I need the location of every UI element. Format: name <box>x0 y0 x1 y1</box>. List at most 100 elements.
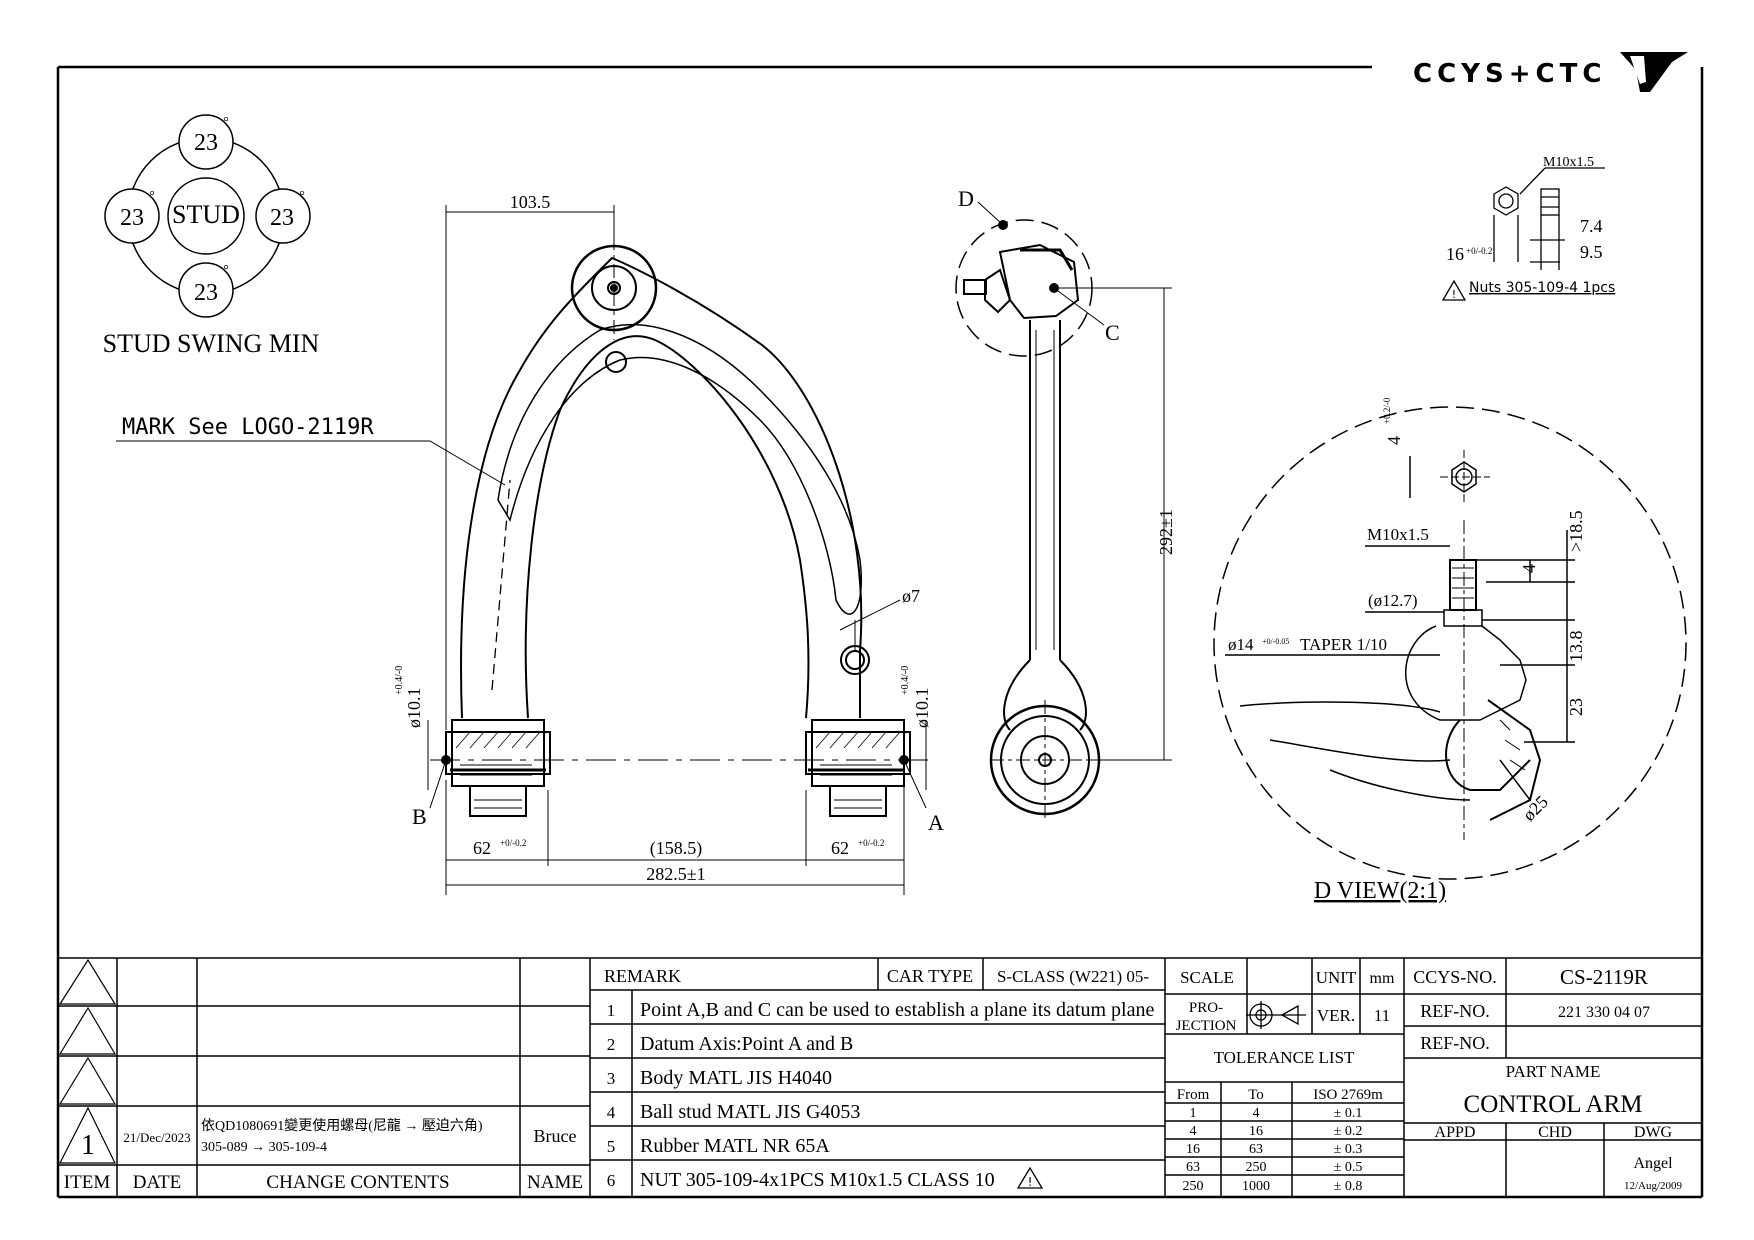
dview-d6: 23 <box>1566 698 1586 716</box>
part-name: CONTROL ARM <box>1464 1091 1643 1118</box>
dview-d2: 4 <box>1519 564 1539 573</box>
part-info-block: CCYS-NO. CS-2119R REF-NO. 221 330 04 07 … <box>1413 965 1682 1192</box>
appd-label: APPD <box>1435 1124 1476 1141</box>
ver-label: VER. <box>1317 1006 1355 1025</box>
tol-value: ± 0.5 <box>1334 1160 1363 1175</box>
change-table: ITEM DATE CHANGE CONTENTS NAME 1 21/Dec/… <box>64 1117 583 1193</box>
chd-label: CHD <box>1538 1124 1572 1141</box>
title-block-grid <box>58 957 1702 1197</box>
logo-text: CCYS+CTC <box>1413 59 1606 89</box>
control-arm-front-view <box>430 236 930 817</box>
mark-label: MARK See LOGO-2119R <box>122 415 374 440</box>
change-date: 21/Dec/2023 <box>123 1130 190 1145</box>
nut-note: Nuts 305-109-4 1pcs <box>1469 280 1615 296</box>
tol-from: 250 <box>1183 1179 1204 1194</box>
nut-thread: M10x1.5 <box>1543 155 1594 170</box>
remark-header: REMARK <box>604 966 681 986</box>
ccys-no: CS-2119R <box>1560 965 1648 989</box>
warning-icon <box>1441 279 1467 301</box>
dview-d5: 13.8 <box>1566 631 1586 663</box>
tol-to: 16 <box>1249 1124 1263 1139</box>
remarks-table: REMARK CAR TYPE S-CLASS (W221) 05- 1 Poi… <box>604 966 1154 1191</box>
dview-taper-tol: +0/-0.05 <box>1262 637 1289 646</box>
remark-num-4: 4 <box>607 1103 616 1122</box>
logo-mark-icon <box>1620 52 1688 92</box>
dview-d4: (ø12.7) <box>1368 591 1418 610</box>
tol-from: 4 <box>1190 1124 1197 1139</box>
nut-h2: 9.5 <box>1580 242 1603 262</box>
tol-header-to: To <box>1248 1087 1264 1103</box>
projection-label-2: JECTION <box>1176 1018 1237 1034</box>
dim-left-bush-tol: +0.4/-0 <box>394 666 405 695</box>
tol-header-from: From <box>1177 1087 1210 1103</box>
dwg-name: Angel <box>1633 1155 1673 1172</box>
stud-label: STUD <box>172 200 240 229</box>
tol-value: ± 0.2 <box>1334 1124 1363 1139</box>
tolerance-list-title: TOLERANCE LIST <box>1214 1048 1355 1067</box>
dim-hole: ø7 <box>902 586 920 606</box>
stud-swing-labels: 23 23 23 23 ° ° ° ° STUD STUD SWING MIN <box>103 115 320 358</box>
unit-label: UNIT <box>1316 968 1357 987</box>
nut-width-tol: +0/-0.2 <box>1466 246 1492 256</box>
ref-no: 221 330 04 07 <box>1558 1004 1650 1021</box>
dwg-label: DWG <box>1634 1124 1673 1141</box>
projection-label-1: PRO- <box>1189 1000 1223 1016</box>
swing-angle-bottom: 23 <box>194 280 218 306</box>
swing-angle-left: 23 <box>120 205 144 231</box>
swing-angle-top: 23 <box>194 130 218 156</box>
item-header: ITEM <box>64 1172 111 1193</box>
change-item: 1 <box>81 1130 95 1161</box>
remark-num-6: 6 <box>607 1171 616 1190</box>
dview-title: D VIEW(2:1) <box>1314 878 1446 904</box>
name-header: NAME <box>527 1172 583 1193</box>
dwg-date: 12/Aug/2009 <box>1624 1180 1683 1192</box>
tol-to: 4 <box>1253 1106 1260 1121</box>
tol-to: 63 <box>1249 1142 1263 1157</box>
change-name: Bruce <box>534 1126 577 1146</box>
dview-taper: ø14 <box>1228 635 1254 654</box>
tol-value: ± 0.8 <box>1334 1179 1363 1194</box>
dim-bottom-center: (158.5) <box>650 838 703 859</box>
nut-detail <box>1493 167 1605 270</box>
tol-value: ± 0.3 <box>1334 1142 1363 1157</box>
point-d: D <box>958 186 974 211</box>
tol-value: ± 0.1 <box>1334 1106 1363 1121</box>
tol-from: 16 <box>1186 1142 1200 1157</box>
remark-text-2: Datum Axis:Point A and B <box>640 1033 853 1055</box>
tolerance-block: SCALE UNIT mm PRO- JECTION VER. 11 TOLER… <box>1176 968 1395 1194</box>
dim-bottom-right: 62 <box>831 838 849 858</box>
tol-to: 1000 <box>1242 1179 1270 1194</box>
front-view-dimension-text: 103.5 ø7 ø10.1 ø10.1 +0.4/-0 +0.4/-0 62 … <box>394 192 1176 884</box>
remark-text-6: NUT 305-109-4x1PCS M10x1.5 CLASS 10 <box>640 1169 995 1191</box>
change-line1: 依QD1080691變更使用螺母(尼龍 → 壓迫六角) <box>201 1117 483 1134</box>
warning-icon <box>1016 1166 1044 1189</box>
swing-angle-right: 23 <box>270 205 294 231</box>
remark-text-3: Body MATL JIS H4040 <box>640 1067 832 1089</box>
dim-bottom-left: 62 <box>473 838 491 858</box>
scale-label: SCALE <box>1180 968 1234 987</box>
projection-symbol-icon <box>1246 1001 1306 1029</box>
dim-right-bush: ø10.1 <box>912 688 932 729</box>
unit-value: mm <box>1370 970 1395 987</box>
tol-to: 250 <box>1246 1160 1267 1175</box>
remark-num-3: 3 <box>607 1069 616 1088</box>
company-logo: CCYS+CTC <box>1413 52 1688 92</box>
part-name-label: PART NAME <box>1506 1062 1601 1081</box>
tol-from: 63 <box>1186 1160 1200 1175</box>
control-arm-side-view <box>955 219 1101 820</box>
remark-text-1: Point A,B and C can be used to establish… <box>640 999 1154 1021</box>
point-c: C <box>1105 320 1120 345</box>
cartype-value: S-CLASS (W221) 05- <box>997 967 1149 986</box>
dim-bottom-left-tol: +0/-0.2 <box>500 838 526 848</box>
remark-num-5: 5 <box>607 1137 616 1156</box>
remark-num-2: 2 <box>607 1035 616 1054</box>
point-b: B <box>412 804 427 829</box>
dview-d3: >18.5 <box>1566 510 1586 552</box>
mark-callout: MARK See LOGO-2119R <box>116 415 506 486</box>
stud-swing-caption: STUD SWING MIN <box>103 329 320 358</box>
dim-top-width: 103.5 <box>510 192 551 212</box>
change-line2: 305-089 → 305-109-4 <box>201 1140 327 1155</box>
ref-no2-label: REF-NO. <box>1420 1033 1490 1053</box>
dview-d1: 4 <box>1384 436 1404 445</box>
